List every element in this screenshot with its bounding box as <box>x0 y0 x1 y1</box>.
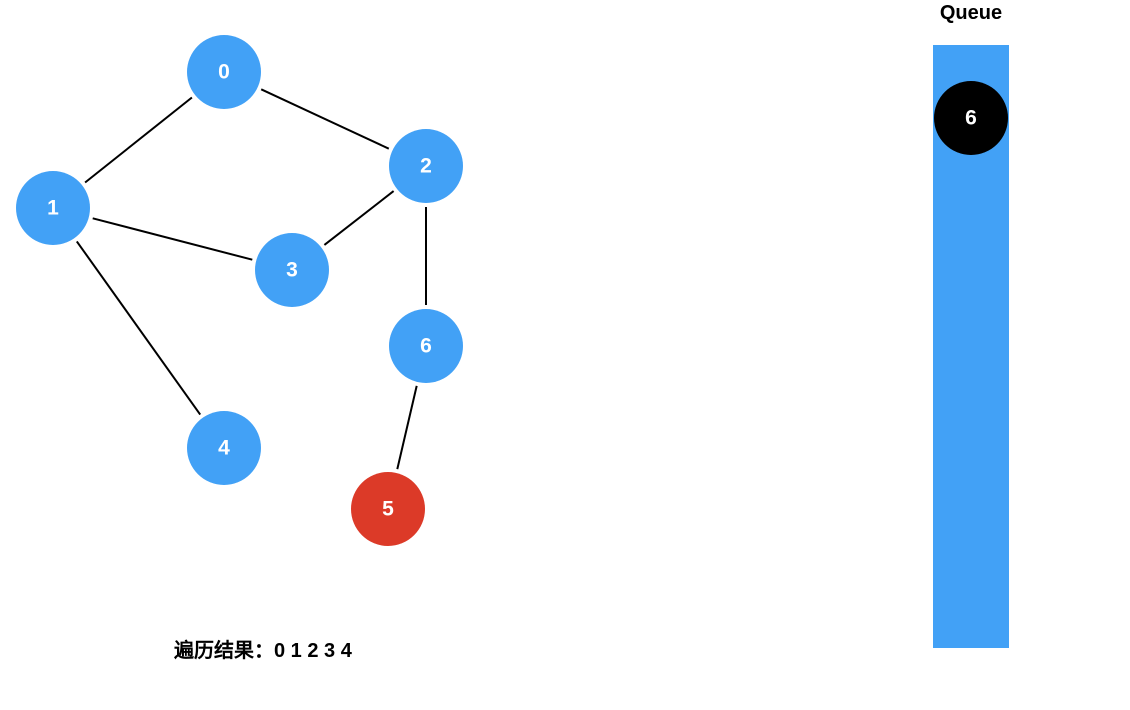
queue-item-circle <box>934 81 1008 155</box>
edges-layer <box>75 88 427 470</box>
graph-node-label: 1 <box>47 197 59 220</box>
edge-2-3 <box>323 190 395 246</box>
graph-node-5: 5 <box>351 472 425 546</box>
edge-6-5 <box>396 385 418 470</box>
queue-item-label: 6 <box>965 107 977 130</box>
graph-node-circle <box>389 129 463 203</box>
edge-0-2 <box>260 88 390 150</box>
graph-node-circle <box>187 35 261 109</box>
graph-node-circle <box>187 411 261 485</box>
queue-title: Queue <box>939 2 1003 24</box>
graph-node-2: 2 <box>389 129 463 203</box>
graph-node-label: 3 <box>286 259 298 282</box>
graph-node-circle <box>351 472 425 546</box>
graph-node-0: 0 <box>187 35 261 109</box>
edge-1-3 <box>92 217 253 261</box>
queue-items-layer: 6 <box>934 81 1008 155</box>
queue-item-6: 6 <box>934 81 1008 155</box>
traversal-result: 遍历结果：0 1 2 3 4 <box>174 634 352 663</box>
graph-node-circle <box>255 233 329 307</box>
graph-node-6: 6 <box>389 309 463 383</box>
graph-node-circle <box>16 171 90 245</box>
graph-node-3: 3 <box>255 233 329 307</box>
traversal-result-sequence: 0 1 2 3 4 <box>274 640 352 662</box>
graph-node-label: 5 <box>382 498 394 521</box>
edge-1-4 <box>75 240 202 416</box>
graph-node-circle <box>389 309 463 383</box>
graph-node-label: 0 <box>218 61 230 84</box>
nodes-layer: 0 1 2 3 4 5 6 <box>16 35 463 546</box>
graph-node-label: 4 <box>218 437 230 460</box>
traversal-result-label: 遍历结果： <box>174 640 274 662</box>
edge-0-1 <box>84 96 193 184</box>
graph-node-4: 4 <box>187 411 261 485</box>
graph-node-label: 2 <box>420 155 432 178</box>
graph-node-label: 6 <box>420 335 432 358</box>
graph-node-1: 1 <box>16 171 90 245</box>
